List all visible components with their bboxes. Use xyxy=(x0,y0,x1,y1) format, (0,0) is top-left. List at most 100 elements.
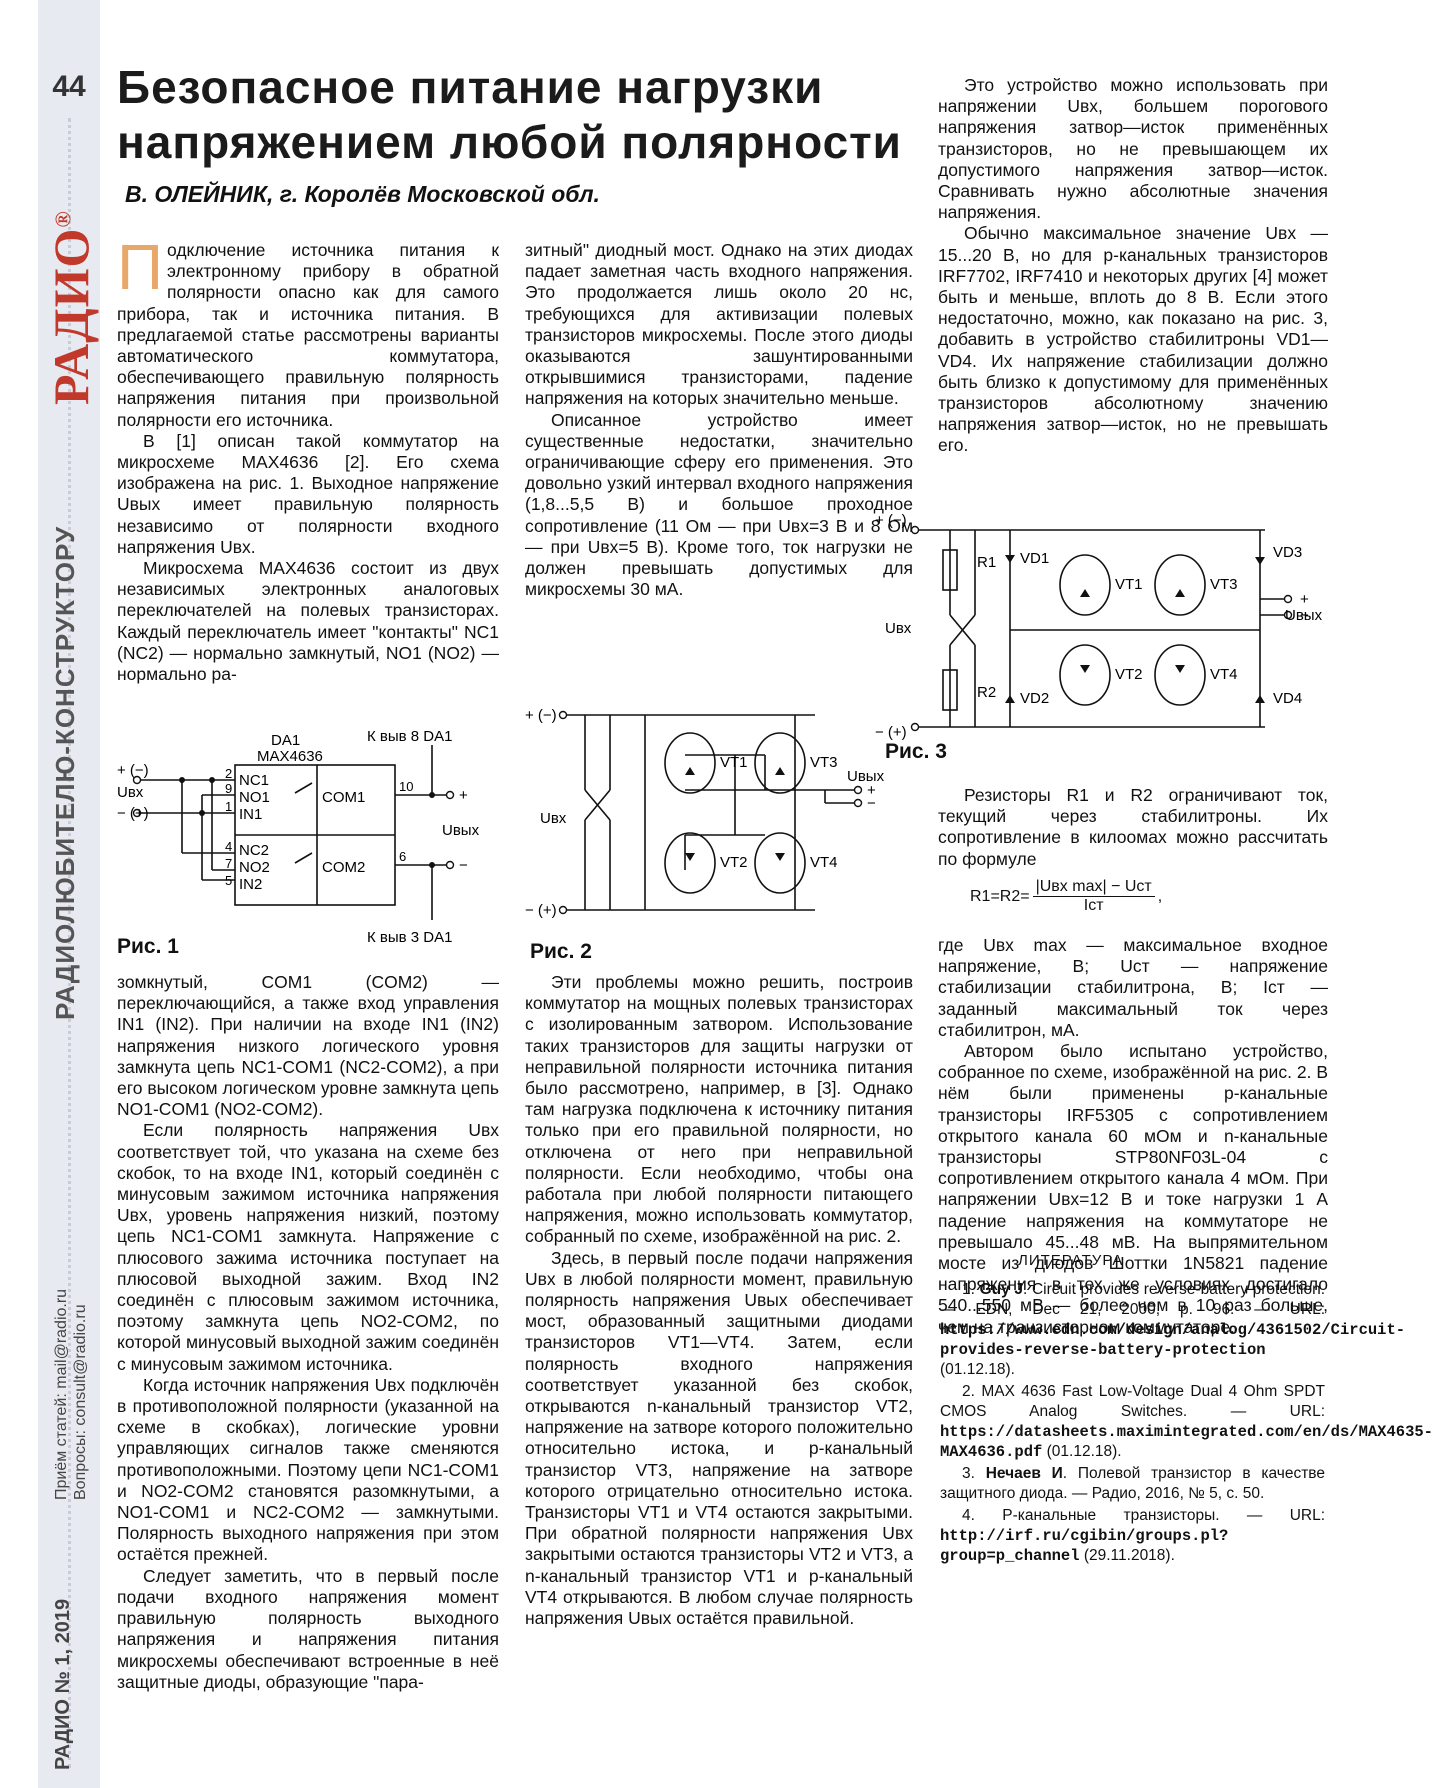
formula-denominator: Iст xyxy=(1083,897,1104,914)
ref-num: 4. xyxy=(962,1507,1003,1524)
fig1-uvyx: Uвых xyxy=(442,822,480,839)
fig2-vt-label: VT3 xyxy=(810,754,838,771)
formula-numerator: |Uвх max| − Uст xyxy=(1032,878,1155,897)
fig3-input-top: + (−) xyxy=(875,512,907,529)
paragraph: Обычно максимальное значение Uвх — 15...… xyxy=(938,223,1328,456)
author: В. ОЛЕЙНИК, г. Королёв Московской обл. xyxy=(125,181,600,207)
fig1-pin-num: 2 xyxy=(225,766,232,781)
fig1-pin8-label: К выв 8 DA1 xyxy=(367,728,452,745)
column-3-mid: Резисторы R1 и R2 ограничивают ток, теку… xyxy=(938,785,1328,870)
brand-text: РАДИО xyxy=(43,227,99,405)
fig2-input-top: + (−) xyxy=(525,707,557,724)
fig1-pin-name: NC1 xyxy=(239,772,269,789)
paragraph: где Uвх max — максимальное входное напря… xyxy=(938,935,1328,1040)
references-list: 1. Guy J. Circuit provides reverse-batte… xyxy=(940,1280,1433,1568)
fig1-com2: COM2 xyxy=(322,859,365,876)
ref-text: . Полевой транзистор в качестве защитног… xyxy=(940,1465,1325,1502)
fig1-pin-name: NO1 xyxy=(239,789,270,806)
fig1-pin-num: 6 xyxy=(399,849,406,864)
page-number: 44 xyxy=(52,70,86,103)
fig1-com1: COM1 xyxy=(322,789,365,806)
paragraph: Описанное устройство имеет существенные … xyxy=(525,409,913,600)
contact-mail[interactable]: Приём статей: mail@radio.ru xyxy=(53,1288,70,1500)
fig1-input-top: + (−) xyxy=(117,762,149,779)
fig2-uvyx: Uвых xyxy=(847,768,885,785)
fig1-pin-name: IN1 xyxy=(239,806,262,823)
reference-item: 2. MAX 4636 Fast Low-Voltage Dual 4 Ohm … xyxy=(940,1382,1433,1462)
fig1-out-plus: + xyxy=(459,787,468,804)
brand-reg: ® xyxy=(50,210,76,228)
fig1-pin-num: 5 xyxy=(225,873,232,888)
paragraph: Эти проблемы можно решить, построив комм… xyxy=(525,972,913,1247)
fig1-pin-num: 7 xyxy=(225,856,232,871)
fig1-out-minus: − xyxy=(459,857,468,874)
fig2-vt-label: VT1 xyxy=(720,754,748,771)
title-line-1: Безопасное питание нагрузки xyxy=(117,61,824,113)
ref-text: P-канальные транзисторы. — URL: xyxy=(1002,1507,1326,1524)
issue-label: РАДИО № 1, 2019 xyxy=(52,1598,74,1770)
paragraph-text: одключение источника питания к электронн… xyxy=(117,240,499,430)
ref-url[interactable]: http://irf.ru/cgibin/groups.pl?group=p_c… xyxy=(940,1527,1229,1565)
paragraph: Если полярность напряжения Uвх соответст… xyxy=(117,1120,499,1374)
figure-1-schematic: DA1 MAX4636 К выв 8 DA1 К выв 3 DA1 + (−… xyxy=(117,728,480,946)
fig2-uvx: Uвх xyxy=(540,810,567,827)
fig1-chip: MAX4636 xyxy=(257,748,323,765)
fig3-vt-label: VT2 xyxy=(1115,666,1143,683)
column-1-bottom: зомкнутый, COM1 (COM2) — переключающийся… xyxy=(117,972,499,1693)
reference-item: 1. Guy J. Circuit provides reverse-batte… xyxy=(940,1280,1405,1380)
ref-author: Нечаев И xyxy=(985,1465,1063,1482)
formula-fraction: |Uвх max| − Uст Iст xyxy=(1032,878,1155,915)
ref-num: 3. xyxy=(962,1465,986,1482)
fig2-out-minus: − xyxy=(867,795,876,812)
fig3-out-minus: − xyxy=(1300,607,1309,624)
paragraph: Резисторы R1 и R2 ограничивают ток, теку… xyxy=(938,785,1328,869)
paragraph: зитный" диодный мост. Однако на этих дио… xyxy=(525,240,913,409)
fig2-out-plus: + xyxy=(867,782,876,799)
ref-date: (01.12.18). xyxy=(940,1361,1015,1378)
ref-url[interactable]: https://www.edn.com/design/analog/436150… xyxy=(940,1321,1406,1359)
fig3-r-label: R1 xyxy=(977,554,996,571)
fig3-vt-label: VT3 xyxy=(1210,576,1238,593)
ref-text: MAX 4636 Fast Low-Voltage Dual 4 Ohm SPD… xyxy=(940,1383,1325,1420)
ref-text: . Circuit provides reverse-battery prote… xyxy=(940,1281,1325,1318)
references-title: ЛИТЕРАТУРА xyxy=(1018,1252,1124,1269)
paragraph: Когда источник напряжения Uвх подключён … xyxy=(117,1374,499,1565)
paragraph: Это устройство можно использовать при на… xyxy=(938,75,1328,223)
brand-logo: РАДИО® xyxy=(42,210,100,405)
column-3-bottom: где Uвх max — максимальное входное напря… xyxy=(938,935,1328,1338)
fig1-da1: DA1 xyxy=(271,732,300,749)
title-line-2: напряжением любой полярности xyxy=(117,116,902,168)
fig2-input-bottom: − (+) xyxy=(525,902,557,919)
ref-num: 2. xyxy=(962,1383,982,1400)
drop-cap: П xyxy=(117,231,163,303)
fig1-pin-num: 10 xyxy=(399,779,413,794)
fig3-r-label: R2 xyxy=(977,684,996,701)
column-3-top: Это устройство можно использовать при на… xyxy=(938,75,1328,457)
reference-item: 4. P-канальные транзисторы. — URL: http:… xyxy=(940,1506,1325,1566)
formula: R1=R2= |Uвх max| − Uст Iст , xyxy=(970,878,1162,915)
fig1-pin-name: NC2 xyxy=(239,842,269,859)
fig3-vd-label: VD4 xyxy=(1273,690,1302,707)
fig1-pin-name: NO2 xyxy=(239,859,270,876)
fig3-uvyx: Uвых xyxy=(1285,607,1323,624)
section-name: РАДИОЛЮБИТЕЛЮ-КОНСТРУКТОРУ xyxy=(50,525,80,1020)
fig3-vt-label: VT1 xyxy=(1115,576,1143,593)
ref-url[interactable]: https://datasheets.maximintegrated.com/e… xyxy=(940,1423,1433,1461)
fig1-pin3-label: К выв 3 DA1 xyxy=(367,929,452,946)
ref-date: (01.12.18). xyxy=(1042,1443,1122,1460)
figure-3-caption: Рис. 3 xyxy=(885,740,947,763)
fig3-vt-label: VT4 xyxy=(1210,666,1238,683)
paragraph: Автором было испытано устройство, собран… xyxy=(938,1041,1328,1337)
column-2-top: зитный" диодный мост. Однако на этих дио… xyxy=(525,240,913,600)
fig1-uvx: Uвх xyxy=(117,784,144,801)
fig2-vt-label: VT4 xyxy=(810,854,838,871)
figure-1-caption: Рис. 1 xyxy=(117,935,179,958)
fig2-vt-label: VT2 xyxy=(720,854,748,871)
fig3-vd-label: VD1 xyxy=(1020,550,1049,567)
contact-consult[interactable]: Вопросы: consult@radio.ru xyxy=(72,1304,89,1500)
fig3-vd-label: VD2 xyxy=(1020,690,1049,707)
